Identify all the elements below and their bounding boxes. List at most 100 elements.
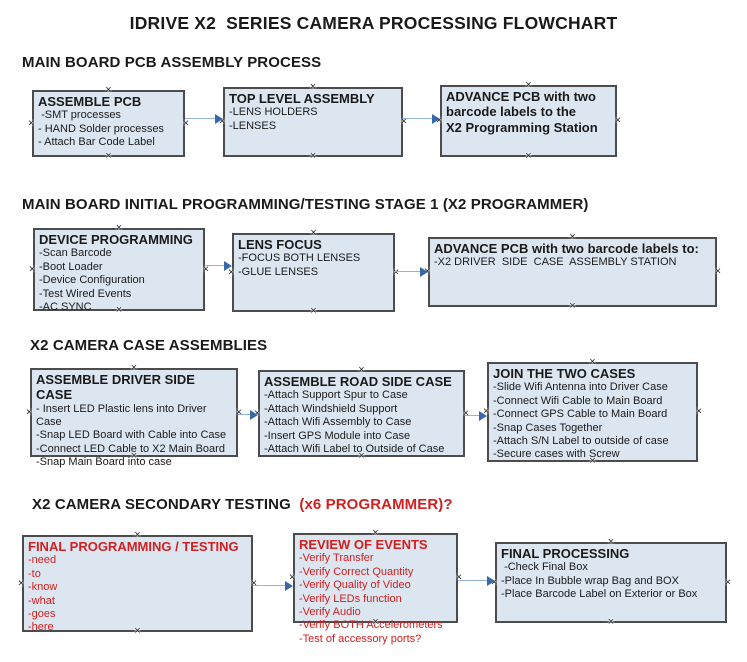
- box-item: -Boot Loader: [39, 260, 103, 273]
- flow-box-final-processing[interactable]: FINAL PROCESSING -Check Final Box-Place …: [491, 537, 731, 628]
- box-item: - HAND Solder processes: [38, 122, 164, 135]
- box-item-list: -LENS HOLDERS-LENSES: [229, 106, 397, 133]
- box-item: -Device Configuration: [39, 274, 145, 287]
- box-item: -Attach Wifi Label to Outside of Case: [264, 442, 445, 455]
- connector-line: [185, 118, 216, 119]
- box-item-list: -Check Final Box-Place In Bubble wrap Ba…: [501, 561, 721, 601]
- box-title: ASSEMBLE DRIVER SIDE CASE: [36, 372, 195, 403]
- box-item: -AC SYNC: [39, 300, 92, 313]
- box-item-list: -Scan Barcode-Boot Loader-Device Configu…: [39, 247, 199, 314]
- flow-box-advance-pcb-driver-side[interactable]: ADVANCE PCB with two barcode labels to:-…: [424, 232, 721, 312]
- box-item: - Insert LED Plastic lens into Driver Ca…: [36, 402, 210, 429]
- flow-box-join-the-two-cases[interactable]: JOIN THE TWO CASES-Slide Wifi Antenna in…: [483, 357, 702, 467]
- connection-handle-icon: ×: [714, 265, 721, 278]
- connector-arrow[interactable]: [238, 410, 258, 420]
- flow-box-lens-focus[interactable]: LENS FOCUS-FOCUS BOTH LENSES-GLUE LENSES…: [228, 228, 399, 317]
- box-item: -Verify BOTH Accelerometers: [299, 619, 443, 632]
- box-item: -Verify Quality of Video: [299, 579, 411, 592]
- box-item: -LENSES: [229, 119, 277, 132]
- box-item: -Snap Main Board into case: [36, 456, 172, 469]
- box-item: -need: [28, 554, 57, 567]
- connector-arrow[interactable]: [403, 114, 440, 124]
- box-item: -know: [28, 581, 58, 594]
- box-title: ADVANCE PCB with two barcode labels to t…: [446, 89, 598, 135]
- box-item-list: -FOCUS BOTH LENSES-GLUE LENSES: [238, 252, 389, 279]
- box-item: -to: [28, 567, 41, 580]
- connection-handle-icon: ×: [18, 577, 25, 589]
- box-item-list: - Insert LED Plastic lens into Driver Ca…: [36, 403, 232, 470]
- box-title: FINAL PROGRAMMING / TESTING: [28, 539, 239, 554]
- connector-line: [465, 415, 480, 416]
- connector-arrow[interactable]: [253, 581, 293, 591]
- connection-handle-icon: ×: [525, 150, 532, 162]
- box-item: -Attach Windshield Support: [264, 402, 398, 415]
- arrowhead-icon: [224, 261, 232, 271]
- box-item: -Secure cases with Screw: [493, 448, 620, 461]
- arrowhead-icon: [479, 411, 487, 421]
- box-item: -Attach S/N Label to outside of case: [493, 434, 669, 447]
- connector-arrow[interactable]: [185, 114, 223, 124]
- flow-box-assemble-pcb[interactable]: ASSEMBLE PCB -SMT processes- HAND Solder…: [28, 85, 189, 162]
- box-item: -Insert GPS Module into Case: [264, 429, 411, 442]
- connector-line: [238, 414, 251, 415]
- box-item: -X2 DRIVER SIDE CASE ASSEMBLY STATION: [434, 256, 677, 269]
- flow-box-device-programming[interactable]: DEVICE PROGRAMMING-Scan Barcode-Boot Loa…: [29, 223, 209, 316]
- box-item: -Place In Bubble wrap Bag and BOX: [501, 574, 679, 587]
- connection-handle-icon: ×: [29, 263, 36, 275]
- box-title: TOP LEVEL ASSEMBLY: [229, 91, 375, 106]
- arrowhead-icon: [215, 114, 223, 124]
- connection-handle-icon: ×: [607, 616, 615, 628]
- box-item-list: -Slide Wifi Antenna into Driver Case -Con…: [493, 381, 692, 461]
- flow-box-advance-pcb-programming-station[interactable]: ADVANCE PCB with two barcode labels to t…: [436, 80, 621, 162]
- flow-box-top-level-assembly[interactable]: TOP LEVEL ASSEMBLY-LENS HOLDERS-LENSES××…: [219, 82, 407, 162]
- connection-handle-icon: ×: [182, 117, 189, 129]
- box-title: LENS FOCUS: [238, 237, 322, 252]
- connector-line: [458, 580, 488, 581]
- connection-handle-icon: ×: [614, 114, 621, 127]
- flow-box-final-programming-testing[interactable]: FINAL PROGRAMMING / TESTING-need-to-know…: [18, 530, 257, 637]
- connection-handle-icon: ×: [724, 576, 731, 588]
- box-item: -SMT processes: [38, 109, 121, 122]
- box-item: -Connect GPS Cable to Main Board: [493, 408, 668, 421]
- connector-line: [253, 585, 286, 586]
- box-item: -Place Barcode Label on Exterior or Box: [501, 588, 698, 601]
- connector-line: [205, 265, 225, 266]
- box-item-list: -Attach Support Spur to Case-Attach Wind…: [264, 389, 459, 456]
- connection-handle-icon: ×: [569, 300, 576, 312]
- connection-handle-icon: ×: [28, 117, 35, 129]
- connector-line: [395, 271, 421, 272]
- box-item: -Test Wired Events: [39, 287, 132, 300]
- flow-box-assemble-road-side-case[interactable]: ASSEMBLE ROAD SIDE CASE-Attach Support S…: [254, 365, 469, 462]
- arrowhead-icon: [285, 581, 293, 591]
- box-item: -Slide Wifi Antenna into Driver Case: [493, 381, 668, 394]
- connection-handle-icon: ×: [310, 305, 317, 317]
- box-title: ADVANCE PCB with two barcode labels to:: [434, 241, 699, 256]
- flow-box-review-of-events[interactable]: REVIEW OF EVENTS-Verify Transfer-Verify …: [289, 528, 462, 645]
- box-item-list: -Verify Transfer-Verify Correct Quantity…: [299, 552, 452, 646]
- connector-arrow[interactable]: [465, 411, 487, 421]
- box-item: -Snap Cases Together: [493, 421, 603, 434]
- box-title: ASSEMBLE ROAD SIDE CASE: [264, 374, 452, 389]
- page-title: IDRIVE X2 SERIES CAMERA PROCESSING FLOWC…: [129, 13, 618, 33]
- box-item: -LENS HOLDERS: [229, 106, 318, 119]
- connector-arrow[interactable]: [458, 576, 495, 586]
- box-item: -Snap LED Board with Cable into Case: [36, 429, 227, 442]
- box-item-list: -X2 DRIVER SIDE CASE ASSEMBLY STATION: [434, 256, 711, 269]
- box-item: -Scan Barcode: [39, 247, 112, 260]
- box-item: -Connect LED Cable to X2 Main Board: [36, 442, 225, 455]
- box-item-list: -need-to-know-what-goes-here: [28, 554, 247, 634]
- arrowhead-icon: [432, 114, 440, 124]
- connector-arrow[interactable]: [395, 267, 428, 277]
- box-item-list: -SMT processes- HAND Solder processes- A…: [38, 109, 179, 149]
- box-title: DEVICE PROGRAMMING: [39, 232, 193, 247]
- box-item: -Verify Audio: [299, 605, 361, 618]
- box-title: ASSEMBLE PCB: [38, 94, 142, 109]
- arrowhead-icon: [420, 267, 428, 277]
- box-item: -what: [28, 594, 55, 607]
- connector-arrow[interactable]: [205, 261, 232, 271]
- flow-box-assemble-driver-side-case[interactable]: ASSEMBLE DRIVER SIDE CASE- Insert LED Pl…: [26, 363, 242, 469]
- box-item: -Test of accessory ports?: [299, 632, 422, 645]
- arrowhead-icon: [250, 410, 258, 420]
- section-heading-pcb-assembly: MAIN BOARD PCB ASSEMBLY PROCESS: [22, 54, 322, 71]
